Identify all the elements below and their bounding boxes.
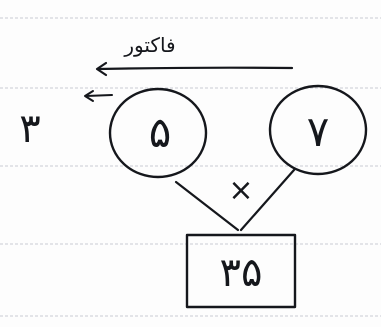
right-connector [239, 168, 296, 232]
outside-arrow [84, 90, 113, 102]
multiply-operator: × [228, 173, 253, 208]
right-factor-circle [268, 84, 368, 176]
arrow-label: فاکتور [123, 33, 175, 57]
right-factor-value: ۷ [307, 107, 330, 156]
outside-number: ۳ [19, 106, 40, 152]
ruled-lines [0, 17, 381, 317]
left-connector [174, 180, 240, 232]
product-box [185, 233, 297, 309]
factor-arrow [95, 61, 294, 77]
left-factor-value: ۵ [149, 108, 172, 157]
left-factor-circle [108, 87, 208, 179]
product-value: ۳۵ [220, 250, 263, 296]
